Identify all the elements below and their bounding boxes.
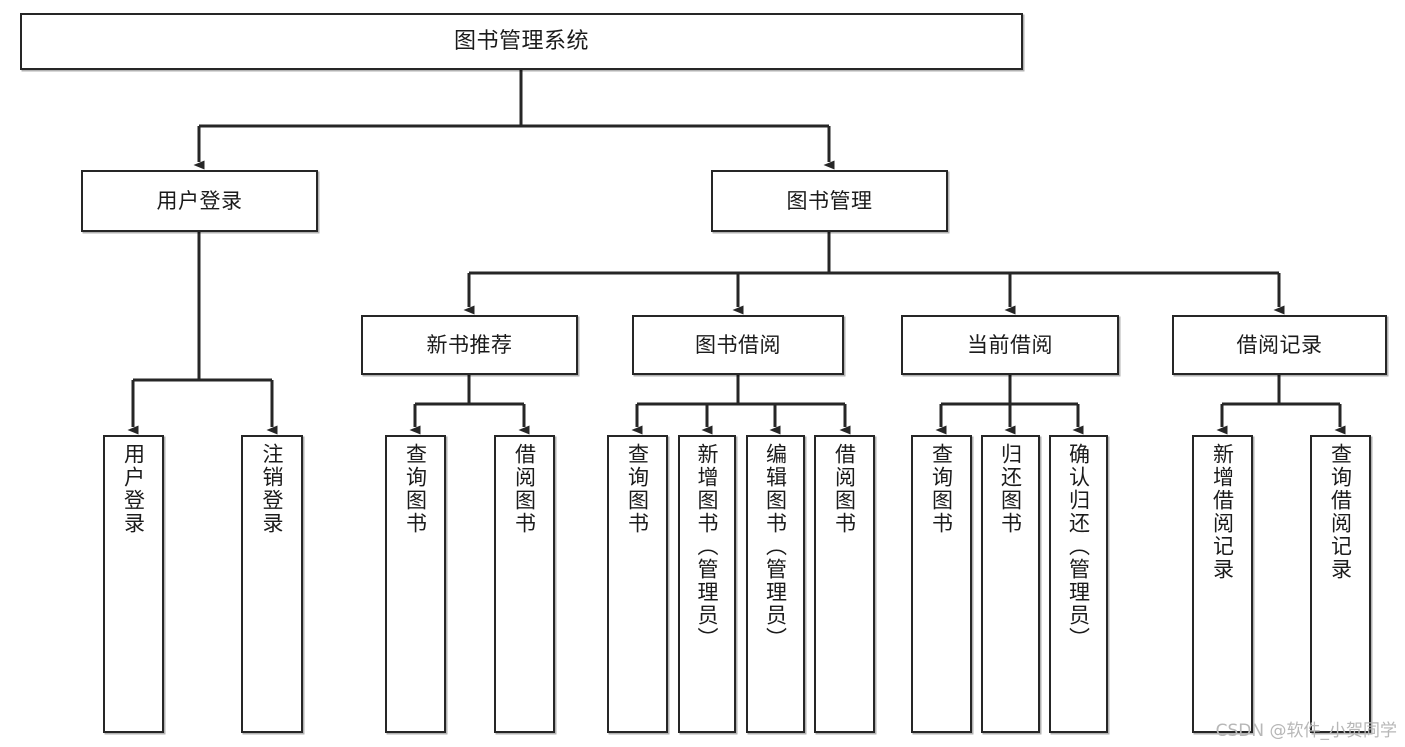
leaf-user-login-logout-label: 注销登录 <box>260 443 285 535</box>
leaf-current-borrow-confirm-return[interactable]: 确认归还（管理员） <box>1049 435 1108 733</box>
leaf-borrow-record-query-record[interactable]: 查询借阅记录 <box>1310 435 1371 733</box>
leaf-book-borrow-add-book-label: 新增图书（管理员） <box>695 443 720 650</box>
node-current-borrow[interactable]: 当前借阅 <box>901 315 1119 375</box>
leaf-current-borrow-query-book-label: 查询图书 <box>929 443 954 535</box>
node-book-borrow[interactable]: 图书借阅 <box>632 315 844 375</box>
leaf-current-borrow-return-book-label: 归还图书 <box>998 443 1023 535</box>
leaf-borrow-record-query-record-label: 查询借阅记录 <box>1328 443 1353 581</box>
node-borrow-record[interactable]: 借阅记录 <box>1172 315 1387 375</box>
leaf-book-borrow-borrow-book-label: 借阅图书 <box>832 443 857 535</box>
node-new-book-recommend-label: 新书推荐 <box>426 332 513 357</box>
leaf-user-login-logout[interactable]: 注销登录 <box>241 435 303 733</box>
node-new-book-recommend[interactable]: 新书推荐 <box>361 315 578 375</box>
node-root-system[interactable]: 图书管理系统 <box>20 13 1023 70</box>
node-current-borrow-label: 当前借阅 <box>967 332 1053 357</box>
leaf-book-borrow-borrow-book[interactable]: 借阅图书 <box>814 435 875 733</box>
node-borrow-record-label: 借阅记录 <box>1236 332 1323 357</box>
node-book-management-label: 图书管理 <box>786 188 873 213</box>
leaf-new-book-query-book[interactable]: 查询图书 <box>385 435 446 733</box>
leaf-book-borrow-add-book[interactable]: 新增图书（管理员） <box>678 435 736 733</box>
node-book-management[interactable]: 图书管理 <box>711 170 948 232</box>
node-book-borrow-label: 图书借阅 <box>695 332 781 357</box>
node-user-login[interactable]: 用户登录 <box>81 170 318 232</box>
leaf-current-borrow-return-book[interactable]: 归还图书 <box>981 435 1040 733</box>
leaf-new-book-borrow-book-label: 借阅图书 <box>512 443 537 535</box>
node-user-login-label: 用户登录 <box>156 188 243 213</box>
leaf-new-book-query-book-label: 查询图书 <box>403 443 428 535</box>
leaf-current-borrow-query-book[interactable]: 查询图书 <box>911 435 972 733</box>
node-root-system-label: 图书管理系统 <box>453 28 589 54</box>
leaf-book-borrow-query-book[interactable]: 查询图书 <box>607 435 668 733</box>
leaf-book-borrow-edit-book[interactable]: 编辑图书（管理员） <box>746 435 805 733</box>
leaf-user-login-login-label: 用户登录 <box>121 443 146 535</box>
leaf-book-borrow-query-book-label: 查询图书 <box>625 443 650 535</box>
leaf-user-login-login[interactable]: 用户登录 <box>103 435 164 733</box>
leaf-borrow-record-add-record[interactable]: 新增借阅记录 <box>1192 435 1253 733</box>
leaf-book-borrow-edit-book-label: 编辑图书（管理员） <box>763 443 788 650</box>
leaf-new-book-borrow-book[interactable]: 借阅图书 <box>494 435 555 733</box>
leaf-current-borrow-confirm-return-label: 确认归还（管理员） <box>1066 443 1091 650</box>
leaf-borrow-record-add-record-label: 新增借阅记录 <box>1210 443 1235 581</box>
